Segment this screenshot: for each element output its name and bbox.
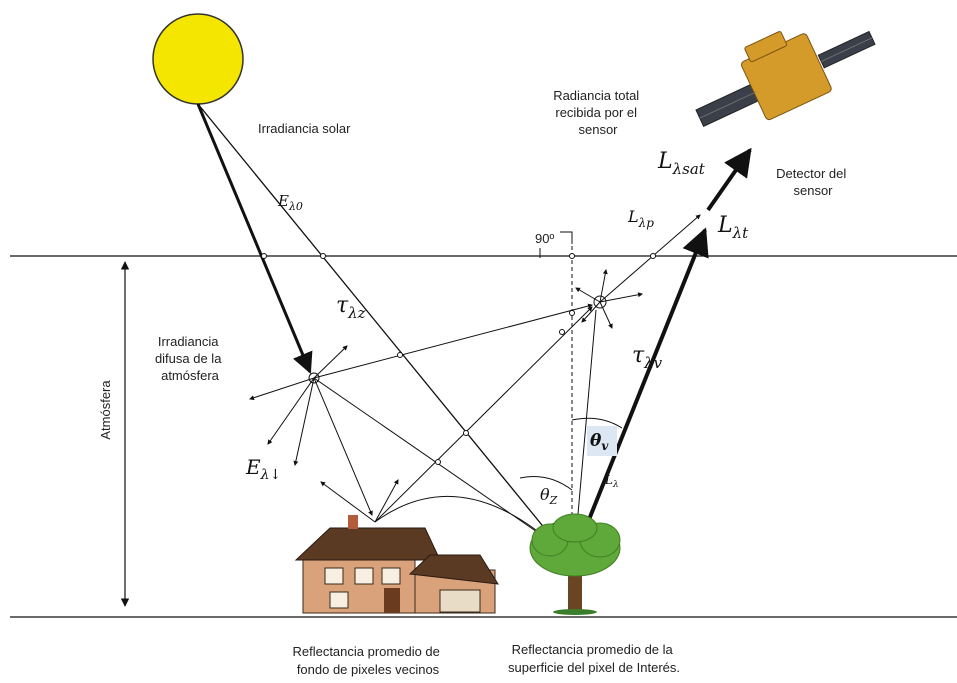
- symbol-l-lambda-t: Lλt: [717, 213, 749, 242]
- symbol-tau-lambda-v: τλv: [632, 343, 663, 372]
- solar-direct-ray: [197, 103, 565, 554]
- symbol-l-lambda: Lλ: [604, 473, 619, 490]
- symbol-theta-z: θZ: [540, 485, 558, 507]
- label-atmosfera: Atmósfera: [98, 380, 113, 440]
- label-reflectancia-pixel: Reflectancia promedio de la superficie d…: [508, 642, 680, 675]
- label-90-degrees: 90º: [535, 231, 554, 246]
- theta-v-arc: [571, 417, 623, 429]
- theta-z-arc: [519, 476, 573, 491]
- label-irradiancia-difusa: Irradiancia difusa de la atmósfera: [155, 334, 225, 383]
- scatter-arrows-right: [575, 214, 701, 329]
- house-icon: [294, 515, 499, 614]
- label-radiancia-total: Radiancia total recibida por el sensor: [553, 88, 643, 137]
- label-detector: Detector del sensor: [776, 166, 850, 198]
- crossing-markers: [261, 253, 656, 465]
- label-reflectancia-fondo: Reflectancia promedio de fondo de pixele…: [292, 644, 443, 677]
- label-irradiancia-solar: Irradiancia solar: [258, 121, 351, 136]
- satellite-icon: [695, 30, 876, 127]
- sun-icon: [152, 13, 244, 105]
- house-reflection-arrows: [320, 306, 593, 549]
- tree-side-ray: [566, 250, 640, 548]
- symbol-tau-lambda-z: τλz: [336, 293, 366, 322]
- symbol-e-lambda-0: Eλ0: [277, 192, 303, 213]
- symbol-l-lambda-p: Lλp: [627, 207, 654, 230]
- solar-ray: [196, 103, 313, 374]
- symbol-theta-v: θv: [590, 431, 609, 453]
- tree-icon: [529, 513, 621, 615]
- symbol-e-lambda-down: Eλ↓: [245, 455, 281, 483]
- sensor-total-arrow: [706, 147, 752, 212]
- tree-to-path-ray: [574, 309, 597, 549]
- scatter-arrows-left: [249, 303, 593, 553]
- theta-v-highlight: [587, 426, 617, 456]
- surface-to-sensor-ray: [574, 227, 709, 553]
- symbol-l-lambda-sat: Lλsat: [657, 149, 706, 178]
- right-angle-mark: [560, 231, 573, 244]
